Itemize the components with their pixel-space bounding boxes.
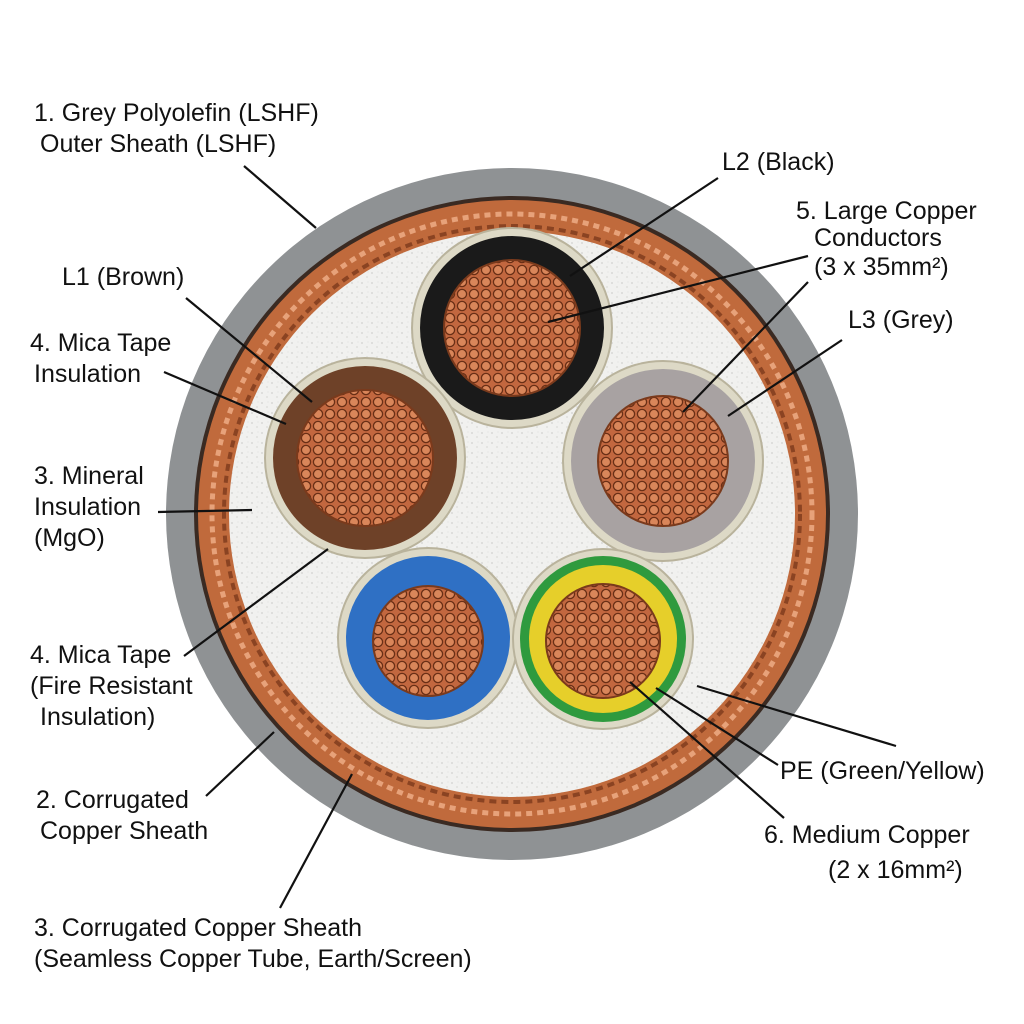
label-pe: PE (Green/Yellow) — [780, 756, 985, 787]
leader-l1 — [185, 297, 313, 403]
copper-sheath-inner-ridge — [222, 224, 802, 804]
label-mica-insulation: 4. Mica Tape Insulation — [30, 328, 171, 390]
conductor-pe — [545, 583, 661, 699]
label-corrugated-3-line2: (Seamless Copper Tube, Earth/Screen) — [34, 945, 472, 973]
label-mica-insulation-line1: 4. Mica Tape — [30, 329, 172, 357]
label-mica-fire-line3: Insulation) — [40, 703, 156, 731]
label-medium-copper: 6. Medium Copper (2 x 16mm²) — [764, 820, 970, 886]
label-mineral-line3: (MgO) — [34, 524, 105, 552]
conductor-blue — [372, 585, 484, 697]
label-corrugated-2: 2. Corrugated Copper Sheath — [36, 785, 208, 847]
label-mica-fire: 4. Mica Tape (Fire Resistant Insulation) — [30, 640, 193, 733]
label-medium-copper-line2: (2 x 16mm²) — [828, 856, 963, 884]
core-l1 — [264, 357, 466, 559]
label-outer-sheath: 1. Grey Polyolefin (LSHF) Outer Sheath (… — [34, 98, 319, 160]
core-l3 — [562, 360, 764, 562]
label-corrugated-3-line1: 3. Corrugated Copper Sheath — [34, 914, 362, 942]
copper-sheath-corrugation — [209, 211, 815, 817]
label-l1: L1 (Brown) — [62, 262, 184, 293]
leader-mica-fire — [183, 548, 329, 657]
label-outer-sheath-line2: Outer Sheath (LSHF) — [40, 130, 277, 158]
core-blue — [337, 547, 519, 729]
leader-mica-insulation — [163, 370, 287, 426]
label-mica-fire-line1: 4. Mica Tape — [30, 641, 172, 669]
label-corrugated-2-line1: 2. Corrugated — [36, 786, 189, 814]
label-corrugated-3: 3. Corrugated Copper Sheath (Seamless Co… — [34, 913, 472, 975]
leader-medium-copper — [629, 681, 785, 819]
leader-mineral — [157, 508, 253, 514]
label-mineral: 3. Mineral Insulation (MgO) — [34, 461, 144, 554]
leader-large-copper-l3 — [682, 281, 809, 413]
label-l2: L2 (Black) — [722, 147, 835, 178]
label-l2-text: L2 (Black) — [722, 148, 835, 176]
leader-l2 — [569, 177, 719, 277]
conductor-l3 — [597, 395, 729, 527]
label-pe-text: PE (Green/Yellow) — [780, 757, 985, 785]
label-medium-copper-line1: 6. Medium Copper — [764, 821, 970, 849]
conductor-l2 — [443, 259, 581, 397]
leader-corrugated-3 — [279, 773, 353, 909]
leader-large-copper-l2 — [547, 254, 809, 324]
label-large-copper-line1: 5. Large Copper — [796, 197, 977, 225]
label-corrugated-2-line2: Copper Sheath — [40, 817, 209, 845]
leader-corrugated-2 — [205, 731, 275, 797]
leader-pe-yellow — [655, 687, 779, 766]
label-mica-insulation-line2: Insulation — [34, 360, 142, 388]
label-l1-text: L1 (Brown) — [62, 263, 185, 291]
leader-l3 — [727, 339, 843, 417]
label-large-copper-line2: Conductors — [814, 224, 942, 252]
label-l3-text: L3 (Grey) — [848, 306, 954, 334]
conductor-l1 — [296, 389, 434, 527]
label-l3: L3 (Grey) — [848, 305, 954, 336]
label-mica-fire-line2: (Fire Resistant — [30, 672, 193, 700]
leader-pe-outer — [696, 684, 897, 748]
core-pe — [512, 548, 694, 730]
label-mineral-line2: Insulation — [34, 493, 142, 521]
leader-outer-sheath — [243, 165, 317, 229]
label-large-copper-line3: (3 x 35mm²) — [814, 253, 949, 281]
core-l2 — [411, 227, 613, 429]
label-large-copper: 5. Large Copper Conductors (3 x 35mm²) — [796, 196, 977, 283]
label-outer-sheath-line1: 1. Grey Polyolefin (LSHF) — [34, 99, 319, 127]
label-mineral-line1: 3. Mineral — [34, 462, 144, 490]
